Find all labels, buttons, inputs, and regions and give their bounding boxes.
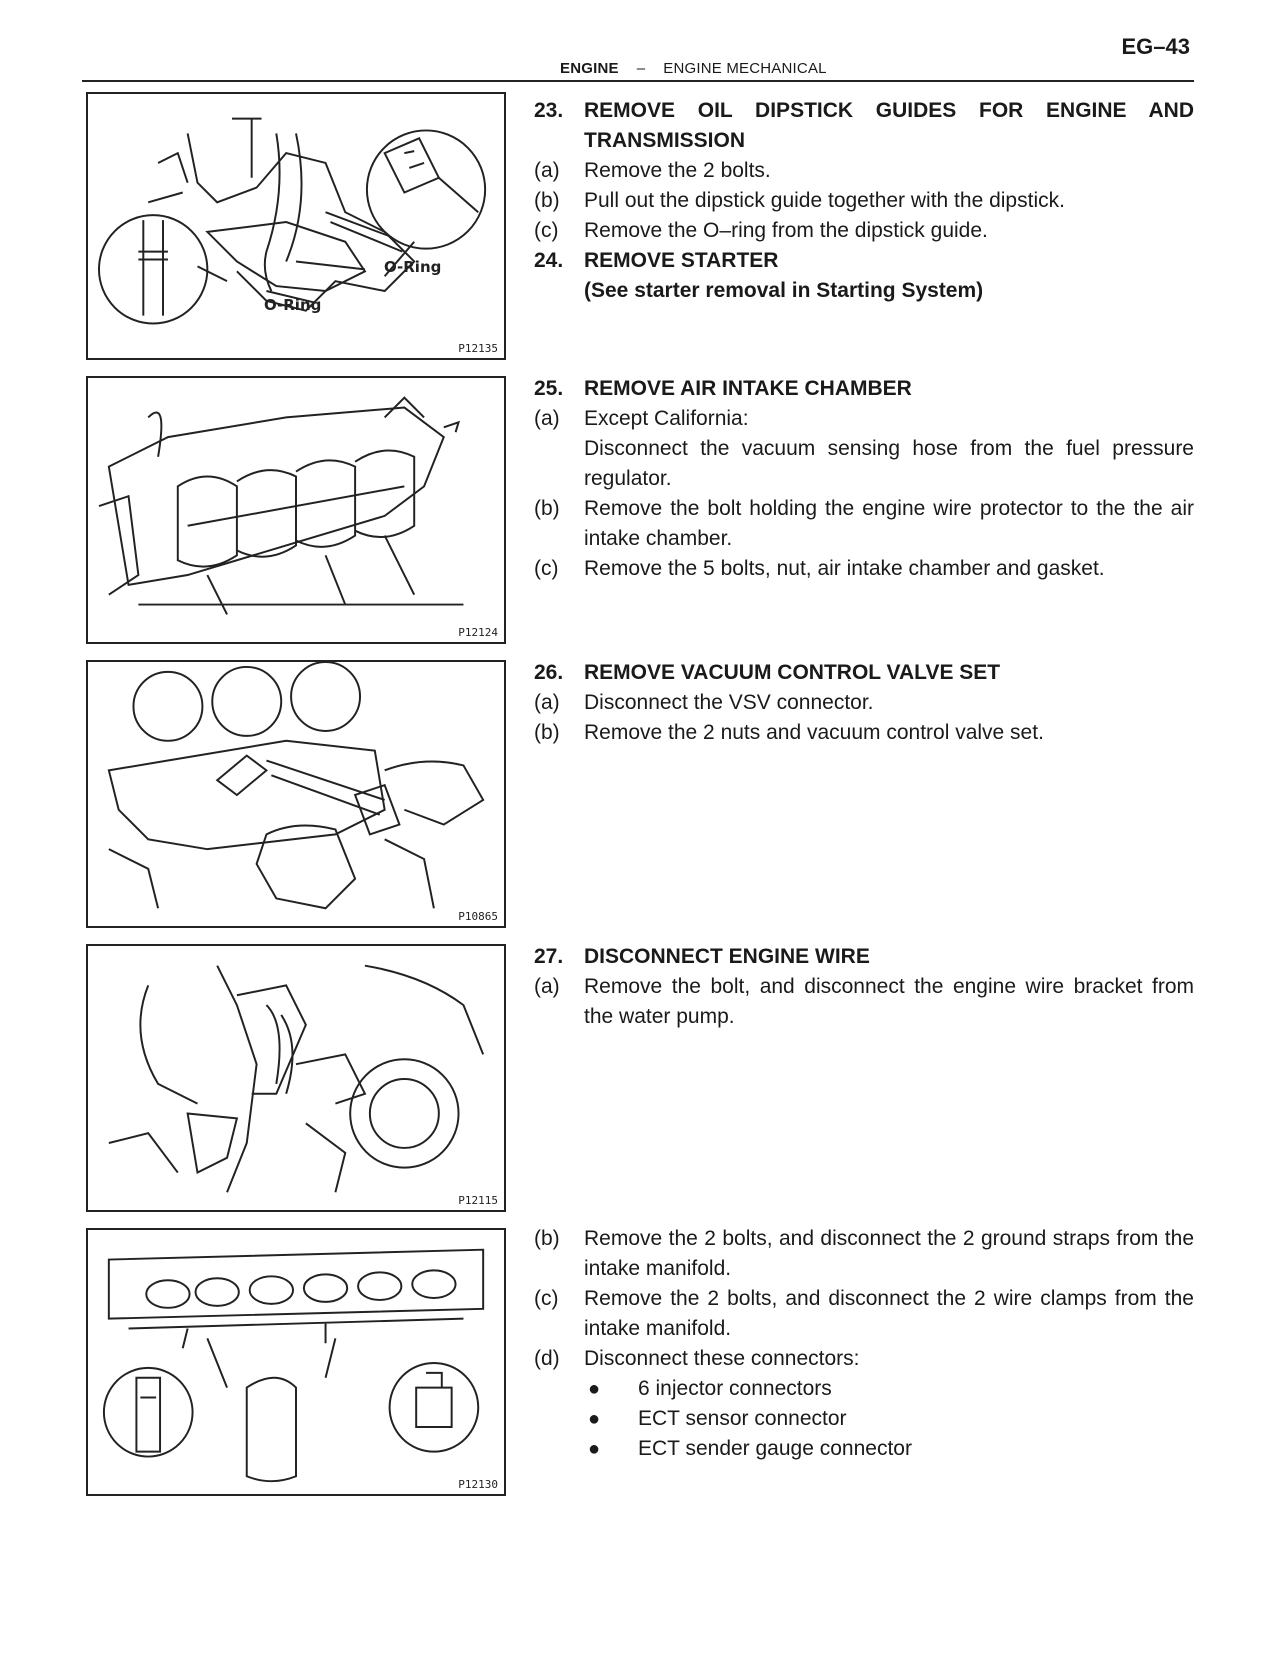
substep: (a) Remove the bolt, and disconnect the e…: [534, 972, 1194, 1032]
o-ring-label-2: O-Ring: [264, 296, 322, 314]
step-26-heading: 26. REMOVE VACUUM CONTROL VALVE SET: [534, 658, 1194, 688]
substep-label: (a): [534, 159, 560, 182]
substep-text: Pull out the dipstick guide together wit…: [584, 189, 1065, 212]
step-title-line: REMOVE OIL DIPSTICK GUIDES FOR ENGINE AN…: [584, 99, 1194, 122]
figure-dipstick-guides: O-Ring O-Ring P12135: [86, 92, 506, 360]
bullet-dot-icon: ●: [588, 1408, 601, 1430]
bullet-text: ECT sensor connector: [638, 1407, 847, 1430]
figure-air-intake-chamber: P12124: [86, 376, 506, 644]
step-title-line: REMOVE STARTER: [584, 249, 779, 272]
substep: (c) Remove the O–ring from the dipstick g…: [534, 216, 1194, 246]
engine-wire-bracket-illustration: [108, 964, 485, 1193]
step-number: 26.: [534, 661, 564, 684]
bullet-text: 6 injector connectors: [638, 1377, 832, 1400]
step-title-line: TRANSMISSION: [584, 129, 746, 152]
step-title-line: REMOVE AIR INTAKE CHAMBER: [584, 377, 912, 400]
step-title: REMOVE OIL DIPSTICK GUIDES FOR ENGINE AN…: [584, 96, 1194, 156]
substep: (b) Remove the 2 nuts and vacuum control …: [534, 718, 1194, 748]
substep-text: Remove the 2 bolts, and disconnect the 2…: [584, 1287, 1194, 1340]
step-title: REMOVE AIR INTAKE CHAMBER: [584, 374, 1194, 404]
section-27-continued: (b) Remove the 2 bolts, and disconnect th…: [534, 1224, 1194, 1464]
substep-text: Remove the O–ring from the dipstick guid…: [584, 219, 988, 242]
substep: (d) Disconnect these connectors:: [534, 1344, 1194, 1374]
o-ring-label-1: O-Ring: [384, 258, 442, 276]
step-title: DISCONNECT ENGINE WIRE: [584, 942, 1194, 972]
figure-id: P12124: [458, 626, 498, 639]
step-27-heading: 27. DISCONNECT ENGINE WIRE: [534, 942, 1194, 972]
substep-text: Remove the bolt holding the engine wire …: [584, 497, 1194, 550]
subsection-title: ENGINE MECHANICAL: [663, 60, 827, 77]
step-number: 24.: [534, 249, 564, 272]
step-23-heading: 23. REMOVE OIL DIPSTICK GUIDES FOR ENGIN…: [534, 96, 1194, 156]
substep-label: [534, 434, 584, 494]
bullet-item: ● 6 injector connectors: [534, 1374, 1194, 1404]
substep-text: Except California:: [584, 407, 749, 430]
substep-label: (b): [534, 721, 560, 744]
substep-label: (a): [534, 407, 560, 430]
step-number: 23.: [534, 99, 564, 122]
step-number: 27.: [534, 945, 564, 968]
section-27: 27. DISCONNECT ENGINE WIRE (a) Remove the…: [534, 942, 1194, 1032]
bullet-text: ECT sender gauge connector: [638, 1437, 912, 1460]
section-title: ENGINE: [560, 60, 619, 77]
bullet-item: ● ECT sender gauge connector: [534, 1434, 1194, 1464]
dipstick-guides-illustration: [98, 117, 487, 325]
substep: (a) Disconnect the VSV connector.: [534, 688, 1194, 718]
header-separator: –: [636, 60, 646, 77]
substep-label: (b): [534, 1227, 560, 1250]
section-26: 26. REMOVE VACUUM CONTROL VALVE SET (a) D…: [534, 658, 1194, 748]
substep-label: (c): [534, 557, 559, 580]
figure-engine-wire-bracket: P12115: [86, 944, 506, 1212]
figure-id: P12130: [458, 1478, 498, 1491]
substep: (b) Remove the bolt holding the engine wi…: [534, 494, 1194, 554]
substep: (c) Remove the 5 bolts, nut, air intake c…: [534, 554, 1194, 584]
substep: (a) Remove the 2 bolts.: [534, 156, 1194, 186]
substep-text: Remove the 2 bolts, and disconnect the 2…: [584, 1227, 1194, 1280]
air-intake-chamber-illustration: [98, 396, 464, 615]
bullet-dot-icon: ●: [588, 1378, 601, 1400]
step-24-heading: 24. REMOVE STARTER (See starter removal …: [534, 246, 1194, 306]
substep-text: Remove the 5 bolts, nut, air intake cham…: [584, 557, 1105, 580]
substep-label: (a): [534, 975, 560, 998]
intake-manifold-connectors-illustration: [102, 1248, 485, 1483]
substep: Disconnect the vacuum sensing hose from …: [534, 434, 1194, 494]
bullet-dot-icon: ●: [588, 1438, 601, 1460]
vacuum-control-valve-illustration: [107, 662, 485, 910]
step-title: REMOVE STARTER (See starter removal in S…: [584, 246, 1194, 306]
bullet-item: ● ECT sensor connector: [534, 1404, 1194, 1434]
step-number: 25.: [534, 377, 564, 400]
section-23-24: 23. REMOVE OIL DIPSTICK GUIDES FOR ENGIN…: [534, 96, 1194, 306]
substep-label: (c): [534, 1287, 559, 1310]
figure-id: P12135: [458, 342, 498, 355]
step-title-line: DISCONNECT ENGINE WIRE: [584, 945, 870, 968]
figure-vacuum-control-valve: P10865: [86, 660, 506, 928]
substep: (a) Except California:: [534, 404, 1194, 434]
figure-intake-manifold-connectors: P12130: [86, 1228, 506, 1496]
header-rule: [82, 80, 1194, 82]
substep-label: (c): [534, 219, 559, 242]
substep-label: (d): [534, 1347, 560, 1370]
substep: (b) Remove the 2 bolts, and disconnect th…: [534, 1224, 1194, 1284]
page-number: EG–43: [1121, 34, 1191, 59]
substep: (b) Pull out the dipstick guide together …: [534, 186, 1194, 216]
substep-text: Disconnect the VSV connector.: [584, 691, 874, 714]
section-25: 25. REMOVE AIR INTAKE CHAMBER (a) Except …: [534, 374, 1194, 584]
substep-text: Remove the bolt, and disconnect the engi…: [584, 975, 1194, 1028]
substep-label: (b): [534, 497, 560, 520]
figure-id: P10865: [458, 910, 498, 923]
step-25-heading: 25. REMOVE AIR INTAKE CHAMBER: [534, 374, 1194, 404]
figure-id: P12115: [458, 1194, 498, 1207]
substep-text: Remove the 2 bolts.: [584, 159, 771, 182]
step-title-line: (See starter removal in Starting System): [584, 279, 984, 302]
substep-text: Disconnect the vacuum sensing hose from …: [584, 437, 1194, 490]
substep: (c) Remove the 2 bolts, and disconnect th…: [534, 1284, 1194, 1344]
substep-label: (a): [534, 691, 560, 714]
substep-text: Disconnect these connectors:: [584, 1347, 860, 1370]
substep-label: (b): [534, 189, 560, 212]
step-title: REMOVE VACUUM CONTROL VALVE SET: [584, 658, 1194, 688]
running-header: ENGINE–ENGINE MECHANICAL: [560, 60, 827, 77]
substep-text: Remove the 2 nuts and vacuum control val…: [584, 721, 1044, 744]
step-title-line: REMOVE VACUUM CONTROL VALVE SET: [584, 661, 1001, 684]
